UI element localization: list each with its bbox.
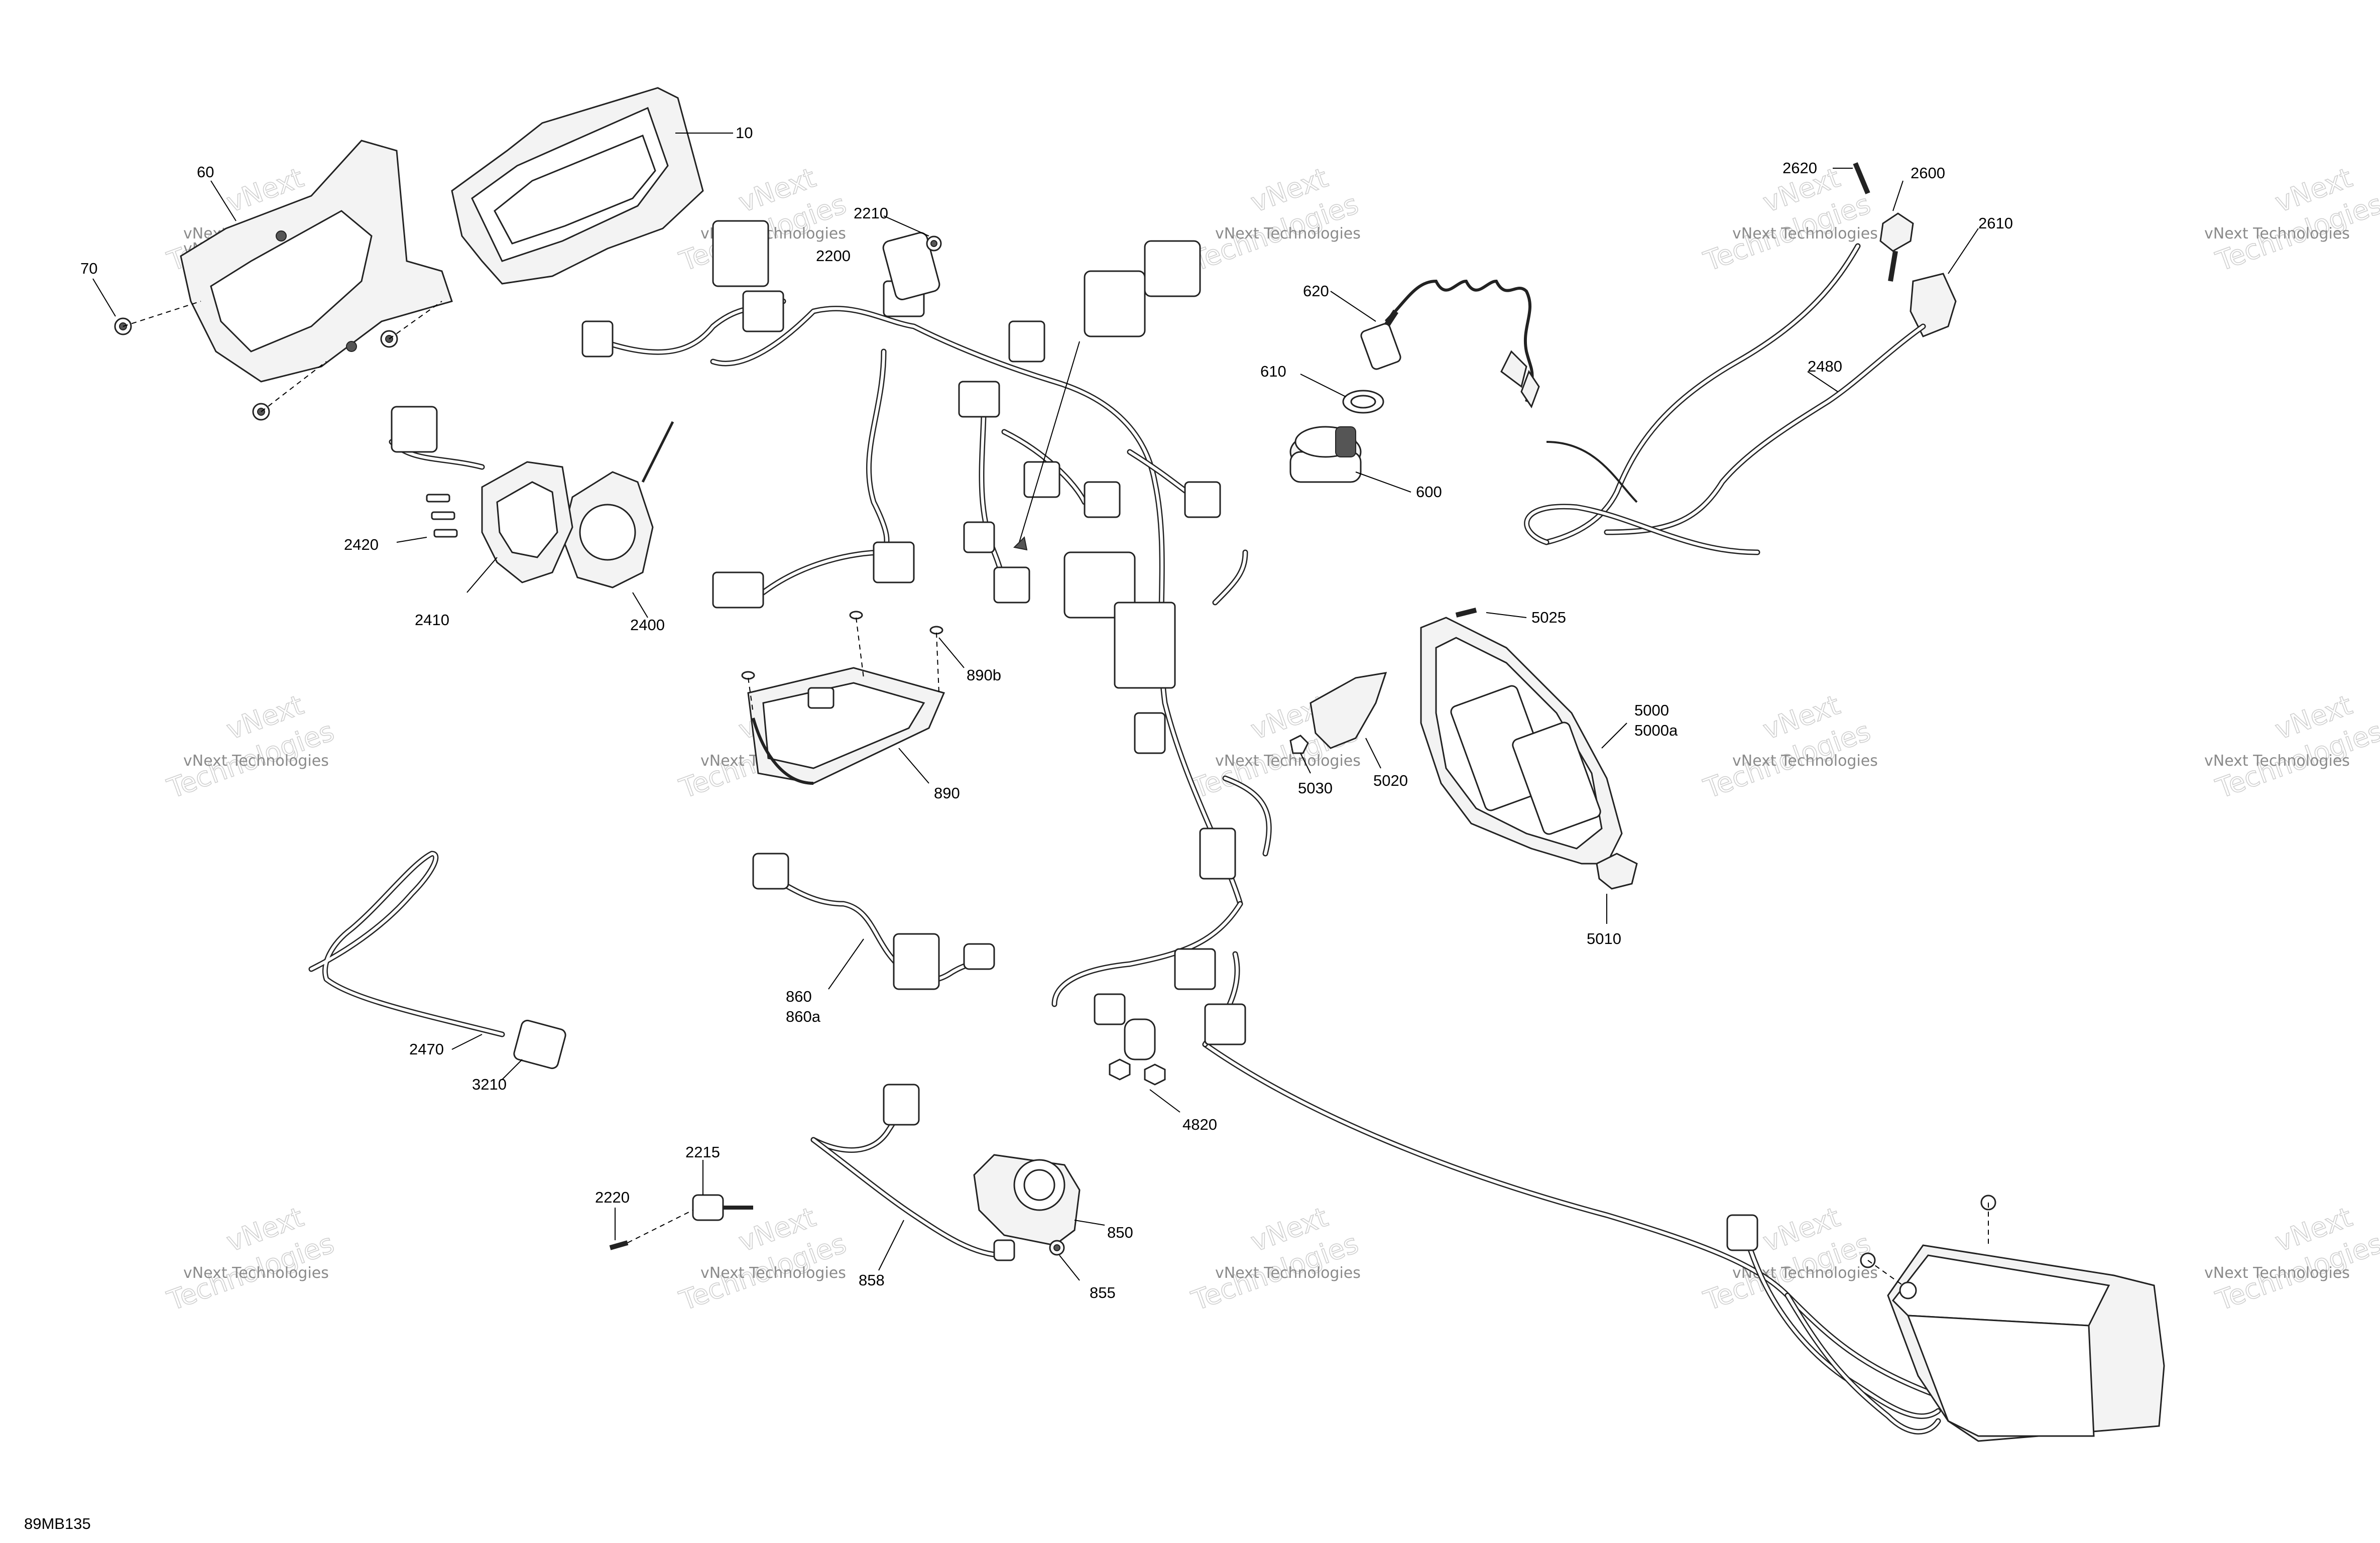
- part-2220-screw[interactable]: [609, 1208, 693, 1250]
- watermark-text: vNext Technologies: [183, 1264, 329, 1282]
- label-2220: 2220: [595, 1189, 630, 1206]
- part-5025-bolt[interactable]: [1455, 608, 1527, 618]
- watermark-text: vNext Technologies: [2204, 752, 2350, 770]
- part-60-bezel[interactable]: [180, 140, 453, 383]
- part-850-control-knob[interactable]: [973, 1154, 1105, 1246]
- label-70: 70: [80, 260, 97, 277]
- part-5030-nut[interactable]: [1289, 735, 1311, 774]
- label-855: 855: [1090, 1284, 1116, 1301]
- battery[interactable]: [1726, 1195, 2165, 1442]
- part-2600-sensor[interactable]: [1879, 180, 1914, 282]
- part-890b-nuts[interactable]: [741, 611, 965, 714]
- part-2400-switch-housing[interactable]: [561, 421, 674, 618]
- part-2620-bolt[interactable]: [1833, 162, 1870, 194]
- label-600: 600: [1416, 483, 1442, 501]
- watermark-text: vNext Technologies: [2204, 225, 2350, 243]
- part-2410-switch-bracket[interactable]: [389, 406, 573, 593]
- part-2215-sensor[interactable]: [692, 1160, 753, 1221]
- part-3210-connector[interactable]: [502, 1019, 567, 1080]
- part-5020-bracket[interactable]: [1310, 672, 1387, 769]
- diagram-code: 89MB135: [24, 1515, 91, 1532]
- watermark-text: vNext Technologies: [183, 752, 329, 770]
- label-858: 858: [859, 1271, 885, 1289]
- label-890b: 890b: [967, 666, 1001, 684]
- label-10: 10: [736, 124, 753, 142]
- label-2200: 2200: [816, 247, 851, 265]
- part-860-sub-harness[interactable]: [752, 853, 995, 990]
- label-2215: 2215: [685, 1143, 720, 1161]
- part-labels: 10 60 70 2210 2200 2620 2600 2610 620 61…: [80, 124, 2013, 1301]
- part-2480-harness[interactable]: [1524, 243, 1926, 555]
- part-5000-control-module[interactable]: [1420, 617, 1627, 865]
- label-850: 850: [1107, 1224, 1133, 1241]
- label-2410: 2410: [415, 611, 449, 629]
- label-5000: 5000: [1634, 701, 1669, 719]
- label-2420: 2420: [344, 536, 379, 553]
- label-2620: 2620: [1782, 159, 1817, 177]
- part-4820-nuts[interactable]: [1109, 1058, 1180, 1113]
- part-2470-cable[interactable]: [308, 851, 505, 1050]
- label-5000a: 5000a: [1634, 722, 1678, 739]
- label-620: 620: [1303, 282, 1329, 300]
- watermark-text: vNext Technologies: [1215, 1264, 1361, 1282]
- part-890-tray[interactable]: [747, 667, 945, 785]
- label-890: 890: [934, 784, 960, 802]
- label-4820: 4820: [1182, 1116, 1217, 1133]
- part-2200-sensor[interactable]: [882, 215, 942, 301]
- watermark-text: vNext Technologies: [2204, 1264, 2350, 1282]
- label-2210: 2210: [854, 204, 888, 222]
- watermark-text: vNext Technologies: [1215, 752, 1361, 770]
- part-2610-connector[interactable]: [1910, 228, 1979, 337]
- label-5025: 5025: [1531, 609, 1566, 626]
- label-5020: 5020: [1373, 772, 1408, 789]
- watermark-text: vNext Technologies: [1732, 225, 1878, 243]
- part-610-ring[interactable]: [1300, 374, 1384, 414]
- label-2400: 2400: [630, 616, 665, 634]
- watermark-text: vNext Technologies: [1732, 752, 1878, 770]
- part-70-screws[interactable]: [92, 278, 442, 421]
- watermark-text: vNext Technologies: [1215, 225, 1361, 243]
- label-610: 610: [1260, 363, 1286, 380]
- label-5010: 5010: [1587, 930, 1621, 947]
- part-10-display-cluster[interactable]: [451, 87, 733, 285]
- label-2610: 2610: [1978, 214, 2013, 232]
- part-600-key-receiver[interactable]: [1289, 426, 1411, 493]
- part-5010-grommet[interactable]: [1596, 853, 1638, 924]
- part-620-lanyard[interactable]: [1330, 279, 1540, 409]
- part-2420-screws[interactable]: [396, 494, 458, 543]
- watermarks: Technologies vNext vNext vNext Technolog…: [163, 161, 2380, 1317]
- part-858-harness[interactable]: [810, 1084, 1015, 1271]
- label-60: 60: [197, 163, 214, 181]
- label-2470: 2470: [409, 1040, 444, 1058]
- part-855-nut[interactable]: [1049, 1240, 1080, 1281]
- label-860a: 860a: [786, 1008, 821, 1025]
- label-2480: 2480: [1808, 358, 1842, 375]
- label-860: 860: [786, 988, 812, 1005]
- label-5030: 5030: [1298, 779, 1333, 797]
- main-wiring-harness[interactable]: [581, 220, 1941, 1399]
- label-3210: 3210: [472, 1076, 507, 1093]
- watermark-text: vNext Technologies: [700, 1264, 846, 1282]
- label-2600: 2600: [1911, 164, 1945, 182]
